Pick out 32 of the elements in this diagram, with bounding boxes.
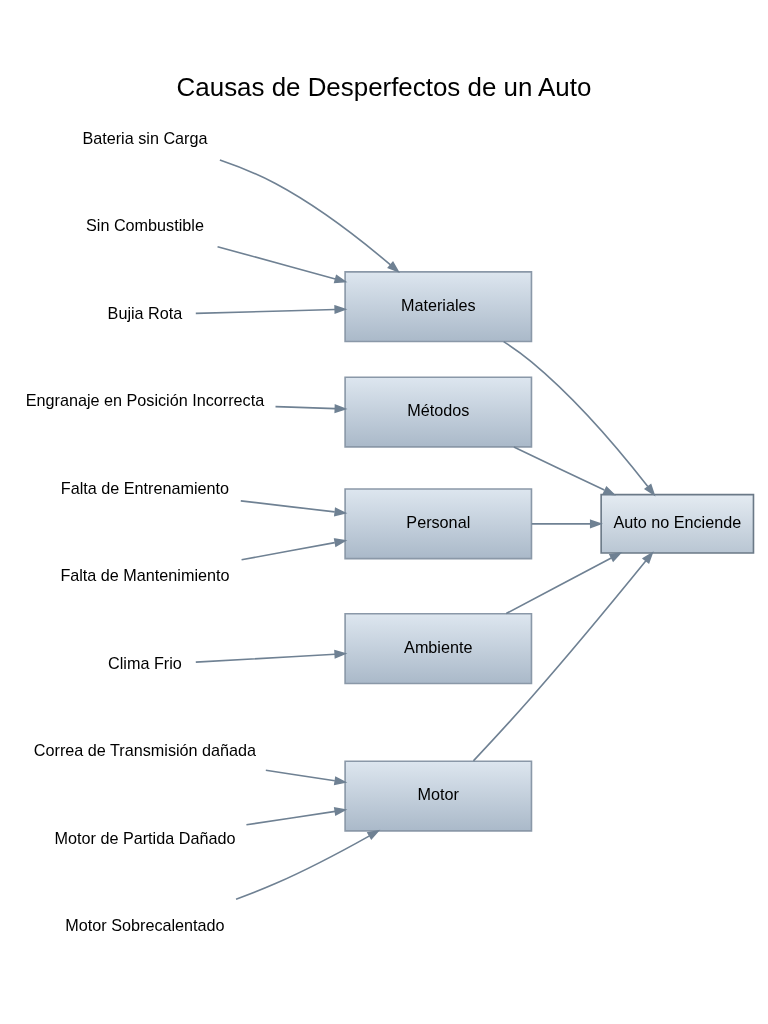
arrow <box>274 403 348 413</box>
arrow <box>235 829 381 900</box>
arrow <box>265 769 348 785</box>
arrow <box>513 445 617 496</box>
node-box: Ambiente <box>344 612 533 684</box>
node-text: Bateria sin Carga <box>82 128 208 147</box>
node-text: Motor de Partida Dañado <box>54 828 236 847</box>
arrow <box>195 649 348 663</box>
node-box: Materiales <box>344 270 533 342</box>
node-text: Falta de Entrenamiento <box>60 478 230 497</box>
node-box: Auto no Enciende <box>600 493 755 554</box>
arrow <box>239 499 348 516</box>
node-text: Bujia Rota <box>107 303 183 322</box>
node-text: Clima Frio <box>108 653 182 672</box>
node-text: Motor Sobrecalentado <box>65 915 225 934</box>
node-text: Correa de Transmisión dañada <box>33 740 257 759</box>
node-text: Engranaje en Posición Incorrecta <box>25 390 265 409</box>
node-text: Sin Combustible <box>86 215 204 234</box>
node-text: Falta de Mantenimiento <box>60 565 230 584</box>
arrow <box>195 304 348 314</box>
arrow <box>530 518 603 528</box>
node-box: Motor <box>344 759 533 832</box>
arrow <box>245 806 348 826</box>
arrow <box>216 245 348 283</box>
node-box: Personal <box>344 487 533 559</box>
arrow <box>505 551 623 614</box>
arrow <box>502 340 656 496</box>
node-box: Métodos <box>344 375 533 448</box>
diagram-title: Causas de Desperfectos de un Auto <box>176 72 592 101</box>
arrow <box>219 158 400 273</box>
arrow <box>240 537 348 561</box>
arrow <box>472 550 654 762</box>
